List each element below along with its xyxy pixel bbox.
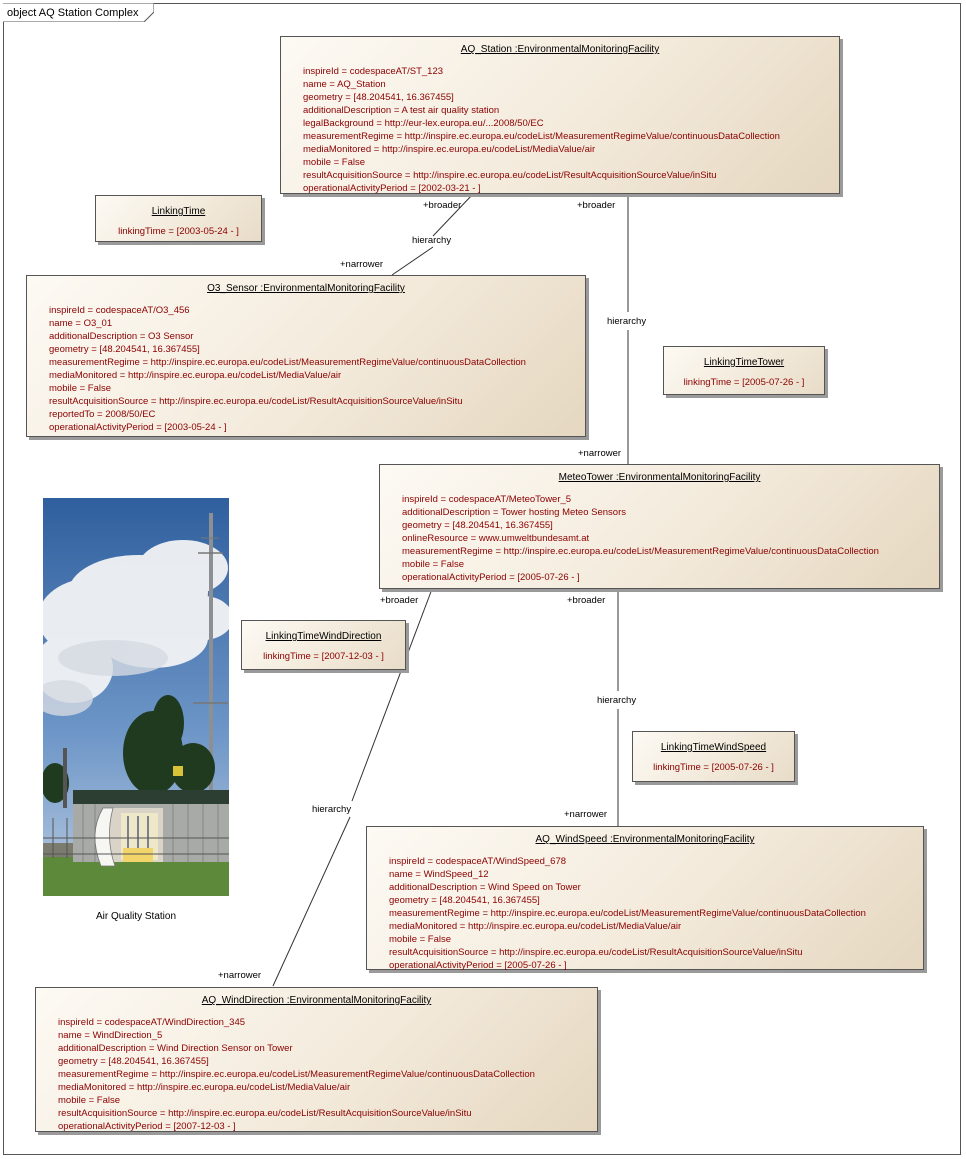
attribute: measurementRegime = http://inspire.ec.eu… (58, 1069, 535, 1080)
role-label-narrower: +narrower (340, 259, 384, 270)
air-quality-station-photo (43, 498, 229, 896)
association-line-aq-station-o3 (391, 246, 434, 276)
attribute: mobile = False (389, 934, 452, 945)
attribute: operationalActivityPeriod = [2007-12-03 … (58, 1121, 236, 1132)
attribute: additionalDescription = Tower hosting Me… (402, 507, 626, 518)
attribute: measurementRegime = http://inspire.ec.eu… (389, 908, 866, 919)
attribute: geometry = [48.204541, 16.367455] (402, 520, 553, 531)
attribute: resultAcquisitionSource = http://inspire… (58, 1108, 472, 1119)
object-aq-windspeed[interactable]: AQ_WindSpeed :EnvironmentalMonitoringFac… (366, 826, 924, 972)
link-object-title: LinkingTimeTower (703, 357, 785, 368)
frame-tab (3, 3, 154, 22)
role-label-broader: +broader (380, 595, 419, 606)
attribute-list: inspireId = codespaceAT/WindSpeed_678 na… (389, 855, 866, 972)
association-label-hierarchy: hierarchy (607, 316, 647, 327)
attribute: geometry = [48.204541, 16.367455] (58, 1056, 209, 1067)
attribute: geometry = [48.204541, 16.367455] (303, 92, 454, 103)
attribute: resultAcquisitionSource = http://inspire… (49, 396, 463, 407)
link-object-title: LinkingTimeWindSpeed (660, 742, 767, 753)
attribute: additionalDescription = Wind Speed on To… (389, 882, 581, 893)
attribute: additionalDescription = Wind Direction S… (58, 1043, 293, 1054)
attribute: name = O3_01 (49, 318, 113, 329)
attribute-list: linkingTime = [2005-07-26 - ] (664, 376, 824, 389)
attribute: name = AQ_Station (303, 79, 386, 90)
attribute: operationalActivityPeriod = [2005-07-26 … (402, 572, 580, 583)
association-line-tower-winddirection (272, 816, 351, 987)
object-aq-winddirection[interactable]: AQ_WindDirection :EnvironmentalMonitorin… (35, 987, 598, 1132)
object-title: AQ_WindDirection :EnvironmentalMonitorin… (201, 995, 432, 1006)
attribute: additionalDescription = O3 Sensor (49, 331, 194, 342)
role-label-narrower: +narrower (564, 809, 608, 820)
attribute: inspireId = codespaceAT/O3_456 (49, 305, 190, 316)
photo-caption: Air Quality Station (95, 911, 177, 922)
attribute: linkingTime = [2005-07-26 - ] (683, 377, 805, 388)
attribute: mediaMonitored = http://inspire.ec.europ… (58, 1082, 351, 1093)
attribute: onlineResource = www.umweltbundesamt.at (402, 533, 590, 544)
link-object-linking-time[interactable]: LinkingTime linkingTime = [2003-05-24 - … (95, 195, 262, 242)
attribute: legalBackground = http://eur-lex.europa.… (303, 118, 544, 129)
association-label-hierarchy: hierarchy (412, 235, 452, 246)
association-label-hierarchy: hierarchy (312, 804, 352, 815)
attribute: reportedTo = 2008/50/EC (49, 409, 156, 420)
attribute: resultAcquisitionSource = http://inspire… (389, 947, 803, 958)
attribute-list: inspireId = codespaceAT/O3_456 name = O3… (49, 304, 526, 434)
attribute: operationalActivityPeriod = [2002-03-21 … (303, 183, 481, 194)
role-label-broader: +broader (567, 595, 606, 606)
attribute: name = WindDirection_5 (58, 1030, 163, 1041)
link-object-title: LinkingTimeWindDirection (265, 631, 382, 642)
attribute: additionalDescription = A test air quali… (303, 105, 500, 116)
attribute: name = WindSpeed_12 (389, 869, 489, 880)
attribute: mediaMonitored = http://inspire.ec.europ… (49, 370, 342, 381)
attribute-list: linkingTime = [2007-12-03 - ] (242, 650, 405, 663)
attribute: measurementRegime = http://inspire.ec.eu… (49, 357, 526, 368)
role-label-narrower: +narrower (578, 448, 622, 459)
attribute: measurementRegime = http://inspire.ec.eu… (402, 546, 879, 557)
link-object-linking-time-wind-direction[interactable]: LinkingTimeWindDirection linkingTime = [… (241, 620, 406, 670)
link-object-linking-time-tower[interactable]: LinkingTimeTower linkingTime = [2005-07-… (663, 346, 825, 395)
attribute: linkingTime = [2003-05-24 - ] (118, 226, 239, 237)
association-line-aq-station-o3 (432, 193, 474, 237)
attribute: mobile = False (303, 157, 366, 168)
attribute: operationalActivityPeriod = [2005-07-26 … (389, 960, 567, 971)
attribute: linkingTime = [2005-07-26 - ] (653, 762, 774, 773)
attribute: inspireId = codespaceAT/WindSpeed_678 (389, 856, 567, 867)
link-object-title: LinkingTime (151, 206, 206, 217)
role-label-broader: +broader (423, 200, 462, 211)
object-o3-sensor[interactable]: O3_Sensor :EnvironmentalMonitoringFacili… (26, 275, 586, 437)
object-title: O3_Sensor :EnvironmentalMonitoringFacili… (207, 283, 405, 294)
attribute: resultAcquisitionSource = http://inspire… (303, 170, 717, 181)
attribute-list: linkingTime = [2005-07-26 - ] (633, 761, 794, 774)
attribute: mobile = False (58, 1095, 121, 1106)
attribute: geometry = [48.204541, 16.367455] (389, 895, 540, 906)
association-line-tower-winddirection (351, 588, 433, 802)
role-label-broader: +broader (577, 200, 616, 211)
attribute: inspireId = codespaceAT/WindDirection_34… (58, 1017, 246, 1028)
object-title: MeteoTower :EnvironmentalMonitoringFacil… (558, 472, 761, 483)
attribute: operationalActivityPeriod = [2003-05-24 … (49, 422, 227, 433)
link-object-linking-time-wind-speed[interactable]: LinkingTimeWindSpeed linkingTime = [2005… (632, 731, 795, 782)
attribute: inspireId = codespaceAT/MeteoTower_5 (402, 494, 572, 505)
attribute-list: inspireId = codespaceAT/ST_123 name = AQ… (303, 65, 780, 195)
attribute: geometry = [48.204541, 16.367455] (49, 344, 200, 355)
attribute: linkingTime = [2007-12-03 - ] (263, 651, 384, 662)
attribute-list: inspireId = codespaceAT/WindDirection_34… (58, 1016, 535, 1133)
object-title: AQ_Station :EnvironmentalMonitoringFacil… (460, 44, 660, 55)
attribute: mediaMonitored = http://inspire.ec.europ… (389, 921, 682, 932)
frame-title: object AQ Station Complex (7, 7, 139, 19)
role-label-narrower: +narrower (218, 970, 262, 981)
object-title: AQ_WindSpeed :EnvironmentalMonitoringFac… (535, 834, 755, 845)
attribute-list: inspireId = codespaceAT/MeteoTower_5 add… (402, 493, 879, 584)
object-meteo-tower[interactable]: MeteoTower :EnvironmentalMonitoringFacil… (379, 464, 940, 589)
association-label-hierarchy: hierarchy (597, 695, 637, 706)
object-aq-station[interactable]: AQ_Station :EnvironmentalMonitoringFacil… (280, 36, 840, 194)
attribute: mobile = False (49, 383, 112, 394)
attribute: mobile = False (402, 559, 465, 570)
attribute: mediaMonitored = http://inspire.ec.europ… (303, 144, 596, 155)
attribute: measurementRegime = http://inspire.ec.eu… (303, 131, 780, 142)
attribute-list: linkingTime = [2003-05-24 - ] (96, 225, 261, 238)
attribute: inspireId = codespaceAT/ST_123 (303, 66, 444, 77)
